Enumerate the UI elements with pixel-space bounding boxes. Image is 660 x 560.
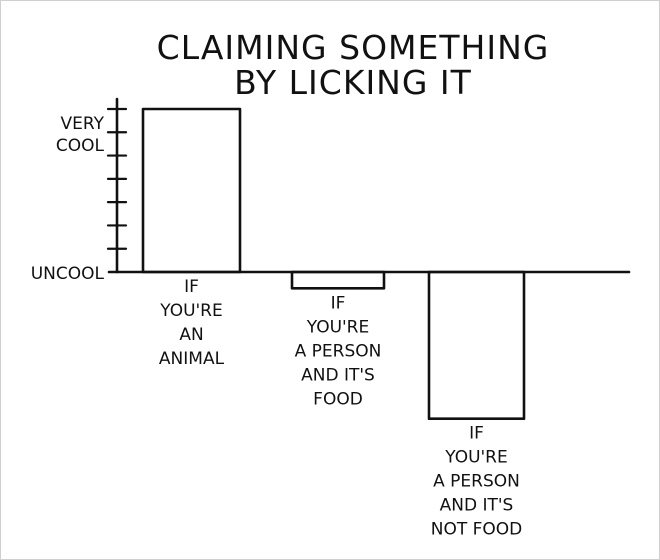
bar-1 bbox=[141, 107, 242, 274]
category-label-1: AN bbox=[179, 325, 203, 345]
bars bbox=[141, 107, 526, 420]
category-label-1: IF bbox=[184, 277, 199, 297]
chart-title: CLAIMING SOMETHING BY LICKING IT bbox=[157, 28, 550, 102]
y-tick-label: VERY bbox=[61, 114, 105, 134]
category-label-3: AND IT'S bbox=[440, 496, 514, 516]
category-label-2: A PERSON bbox=[295, 341, 382, 361]
y-tick-label: COOL bbox=[56, 136, 105, 156]
title-line-1: CLAIMING SOMETHING bbox=[157, 28, 550, 67]
category-label-3: IF bbox=[469, 424, 484, 444]
category-label-2: AND IT'S bbox=[301, 365, 375, 385]
category-label-3: YOU'RE bbox=[444, 448, 508, 468]
category-label-3: A PERSON bbox=[433, 472, 520, 492]
category-label-2: FOOD bbox=[313, 389, 363, 409]
bar-3 bbox=[427, 270, 526, 420]
bar-2 bbox=[290, 270, 386, 290]
title-line-2: BY LICKING IT bbox=[234, 63, 472, 102]
category-labels: IF YOU'RE AN ANIMAL IF YOU'RE A PERSON AND IT'S… bbox=[159, 277, 522, 540]
y-tick-label: UNCOOL bbox=[31, 264, 105, 284]
category-label-2: IF bbox=[331, 293, 346, 313]
category-label-1: ANIMAL bbox=[159, 349, 225, 369]
category-label-2: YOU'RE bbox=[306, 317, 370, 337]
category-label-3: NOT FOOD bbox=[431, 520, 523, 540]
category-label-1: YOU'RE bbox=[159, 301, 223, 321]
